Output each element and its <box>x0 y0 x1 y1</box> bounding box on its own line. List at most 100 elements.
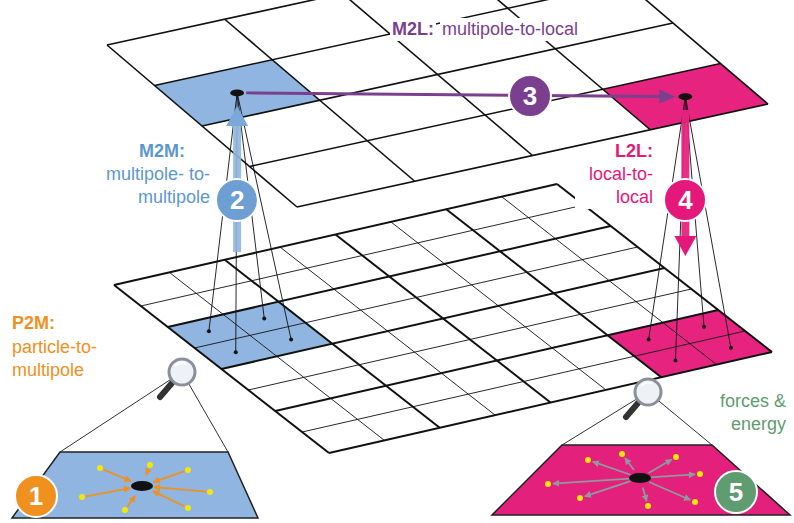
magnifier-icon <box>626 403 638 417</box>
highlighted-cell <box>250 323 332 357</box>
step-label: particle-to- multipole <box>10 336 114 382</box>
particle-arrow <box>153 471 184 482</box>
particle-arrow <box>79 451 703 513</box>
particle-arrow <box>585 481 631 496</box>
highlighted-cell <box>690 331 772 365</box>
magnifier-icon <box>60 359 712 452</box>
particle-dot <box>697 471 703 477</box>
inset-cell <box>12 445 790 518</box>
particle-arrow <box>649 482 690 500</box>
particle-dot <box>645 503 651 509</box>
particle-dot <box>619 451 625 457</box>
particle-arrow <box>650 474 695 477</box>
expansion-centre <box>131 481 153 491</box>
callout-number: 5 <box>729 478 743 506</box>
grid-line <box>250 64 721 167</box>
particle-arrow <box>104 470 131 482</box>
arrow-head <box>226 106 248 126</box>
step-code: M2L: <box>390 18 436 41</box>
step-code: P2M: <box>10 312 57 335</box>
step-code: M2M: <box>137 140 187 163</box>
particle-dot <box>185 467 191 473</box>
cell-centre <box>230 89 244 96</box>
cell-centre <box>647 337 651 341</box>
magnifier-icon <box>175 363 186 366</box>
particle-dot <box>673 454 679 460</box>
callout-number: 3 <box>523 82 537 110</box>
particle-arrow <box>649 460 672 473</box>
callout-number: 4 <box>678 186 692 214</box>
cell-centre <box>262 317 266 321</box>
particle-dot <box>207 489 213 495</box>
step-circle: 5 <box>714 470 758 514</box>
callout-number: 1 <box>29 482 43 510</box>
grid-line <box>578 0 768 104</box>
particle-arrow <box>86 488 130 496</box>
grid-line <box>446 209 661 377</box>
grid-line <box>391 222 606 390</box>
grid-line <box>202 23 673 126</box>
magnifier-icon <box>641 383 652 386</box>
cell-centre <box>729 346 733 350</box>
grid-plane <box>114 184 772 453</box>
cell-centre <box>678 93 692 100</box>
cell-centre <box>289 338 293 342</box>
particle-dot <box>185 505 191 511</box>
step-label: multipole-to-local <box>440 18 580 41</box>
inset-cell <box>12 452 258 518</box>
particle-dot <box>577 495 583 501</box>
particle-arrow <box>593 462 631 475</box>
grid-line <box>155 0 626 86</box>
particle-dot <box>97 465 103 471</box>
magnifier-icon <box>169 359 195 385</box>
particle-dot <box>79 494 85 500</box>
grid-plane <box>114 184 772 453</box>
particle-arrow <box>153 491 185 506</box>
arrow-head <box>659 89 675 103</box>
step-circle: 2 <box>215 178 259 222</box>
leader-line <box>676 97 686 361</box>
cell-centre <box>674 358 678 362</box>
grid-plane <box>107 0 772 453</box>
flow-arrow <box>246 93 661 97</box>
particle-dot <box>585 457 591 463</box>
flow-arrow <box>226 89 696 256</box>
leader-line <box>685 97 731 348</box>
step-code: L2L: <box>613 140 655 163</box>
cell-centre <box>234 350 238 354</box>
particle-arrow <box>146 469 148 475</box>
magnifier-icon <box>160 383 172 397</box>
expansion-centre <box>629 473 651 483</box>
particle-dot <box>122 507 128 513</box>
particle-dot <box>692 499 698 505</box>
inset-cell <box>492 445 790 515</box>
particle-dot <box>545 481 551 487</box>
arrow-head <box>674 236 696 256</box>
callout-number: 2 <box>230 186 244 214</box>
magnifier-icon <box>562 392 648 445</box>
leader-line <box>236 93 237 352</box>
step-circle: 1 <box>14 474 58 518</box>
magnifier-icon <box>635 379 661 405</box>
magnifier-icon <box>60 372 182 452</box>
particle-arrow <box>643 488 647 502</box>
grid-line <box>222 268 665 369</box>
particle-arrow <box>625 458 634 470</box>
cell-centre <box>207 329 211 333</box>
step-label: multipole- to-multipole <box>96 163 212 209</box>
grid-line <box>248 289 691 390</box>
particle-arrow <box>154 487 206 492</box>
grid-line <box>275 310 718 411</box>
particle-dot <box>147 462 153 468</box>
particle-arrow <box>127 496 135 507</box>
leader-line <box>207 89 733 362</box>
particle-arrow <box>553 479 630 484</box>
step-label: forces & energy <box>706 390 788 436</box>
step-circle: 3 <box>508 74 552 118</box>
step-circle: 4 <box>663 178 707 222</box>
cell-centre <box>702 325 706 329</box>
step-label: local-to- local <box>575 163 655 209</box>
